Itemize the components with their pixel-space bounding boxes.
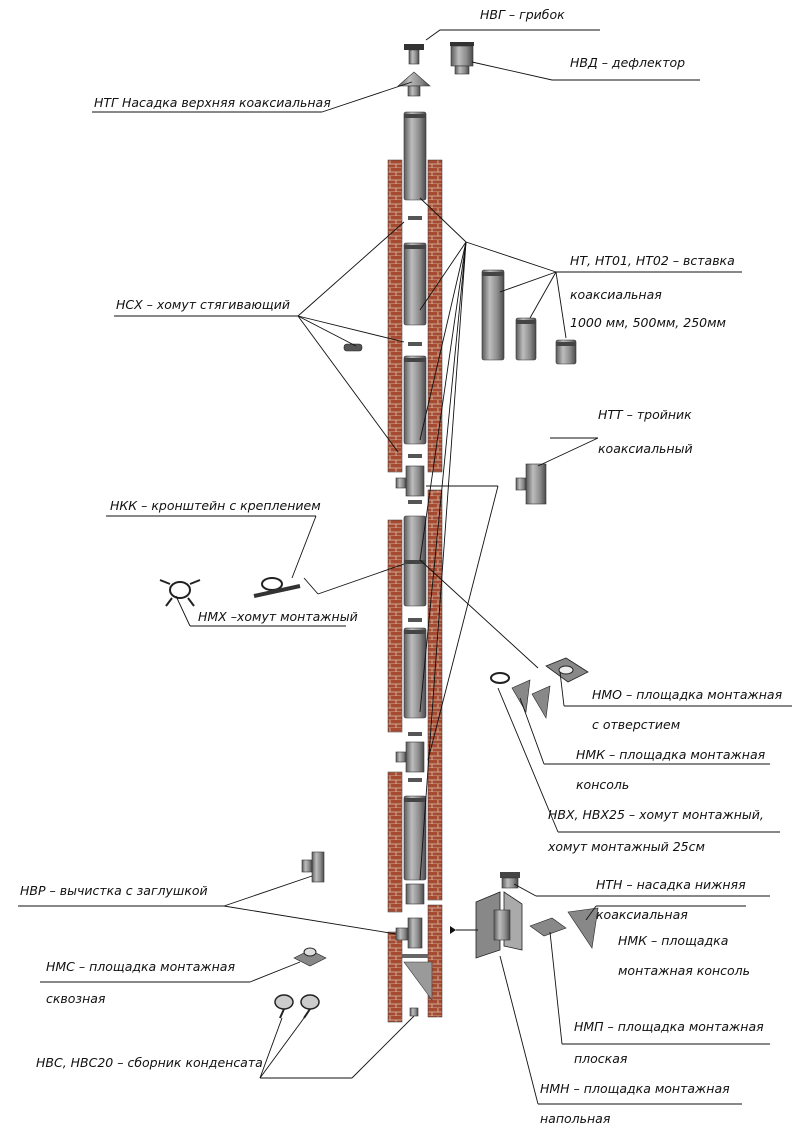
label-nvx-1: НВХ, НВХ25 – хомут монтажный, bbox=[548, 807, 764, 822]
chimney-pipes bbox=[395, 111, 433, 1017]
label-nvs: НВС, НВС20 – сборник конденсата bbox=[36, 1055, 263, 1070]
wall-left-3 bbox=[387, 771, 403, 913]
label-nvd: НВД – дефлектор bbox=[570, 55, 686, 70]
mounting-clamp bbox=[159, 579, 201, 607]
condensate-collectors bbox=[274, 994, 320, 1019]
label-ntn-2: коаксиальная bbox=[596, 907, 688, 922]
label-nmp-2: плоская bbox=[574, 1051, 628, 1066]
bottom-terminal bbox=[405, 883, 425, 905]
wall-left-1 bbox=[387, 159, 403, 473]
cleanout-with-plug bbox=[301, 851, 325, 883]
label-nmx: НМХ –хомут монтажный bbox=[198, 609, 358, 624]
label-nmk2-1: НМК – площадка bbox=[618, 933, 729, 948]
label-nmp-1: НМП – площадка монтажная bbox=[574, 1019, 764, 1034]
label-nvr: НВР – вычистка с заглушкой bbox=[20, 883, 208, 898]
leader-lines bbox=[18, 29, 792, 1105]
wall-left-2 bbox=[387, 519, 403, 733]
clamp-tightening bbox=[343, 343, 363, 352]
lower-terminal bbox=[500, 872, 520, 889]
label-nmo-2: с отверстием bbox=[592, 717, 681, 732]
wall-right-3 bbox=[427, 904, 443, 1018]
label-ntt-2: коаксиальный bbox=[598, 441, 693, 456]
tee-lower bbox=[405, 741, 425, 773]
deflector bbox=[450, 42, 474, 75]
label-nvx-2: хомут монтажный 25см bbox=[548, 839, 705, 854]
pass-through-plate bbox=[293, 947, 327, 967]
pipe-3 bbox=[403, 355, 427, 445]
wall-left-4 bbox=[387, 931, 403, 1023]
label-nmk-2: консоль bbox=[576, 777, 630, 792]
coaxial-tee bbox=[515, 463, 547, 505]
wall-right-2 bbox=[427, 489, 443, 901]
label-nkk: НКК – кронштейн с креплением bbox=[110, 498, 321, 513]
pipe-6 bbox=[403, 795, 427, 881]
wall-right-1 bbox=[427, 159, 443, 473]
bracket-with-mount bbox=[253, 577, 301, 598]
label-nmk2-2: монтажная консоль bbox=[618, 963, 751, 978]
cleanout-tee bbox=[407, 917, 423, 949]
mushroom-cap bbox=[404, 44, 424, 65]
console-plates bbox=[490, 672, 551, 719]
mounting-plate-hole bbox=[545, 657, 589, 683]
label-nmn-2: напольная bbox=[540, 1111, 611, 1126]
floor-plate bbox=[475, 891, 523, 959]
label-ntg: НТГ Насадка верхняя коаксиальная bbox=[94, 95, 331, 110]
label-nmc-1: НМС – площадка монтажная bbox=[46, 959, 235, 974]
pipe-5 bbox=[403, 627, 427, 719]
label-nvg: НВГ – грибок bbox=[480, 7, 565, 22]
label-nmn-1: НМН – площадка монтажная bbox=[540, 1081, 730, 1096]
label-nmc-2: сквозная bbox=[46, 991, 106, 1006]
label-nmk-1: НМК – площадка монтажная bbox=[576, 747, 766, 762]
label-nsx: НСХ – хомут стягивающий bbox=[116, 297, 290, 312]
tee-upper bbox=[405, 465, 425, 497]
label-nt-2: коаксиальная bbox=[570, 287, 662, 302]
pipe-2 bbox=[403, 242, 427, 326]
label-nt-3: 1000 мм, 500мм, 250мм bbox=[570, 315, 726, 330]
pipe-1 bbox=[403, 111, 427, 201]
label-nt-1: НТ, НТ01, НТ02 – вставка bbox=[570, 253, 735, 268]
coaxial-inserts bbox=[481, 269, 577, 365]
label-ntt-1: НТТ – тройник bbox=[598, 407, 692, 422]
label-nmo-1: НМО – площадка монтажная bbox=[592, 687, 783, 702]
top-coaxial-terminal bbox=[397, 71, 431, 97]
console-plate-2 bbox=[567, 907, 599, 949]
flat-plate bbox=[529, 917, 567, 937]
brick-walls bbox=[387, 159, 443, 1023]
label-ntn-1: НТН – насадка нижняя bbox=[596, 877, 746, 892]
